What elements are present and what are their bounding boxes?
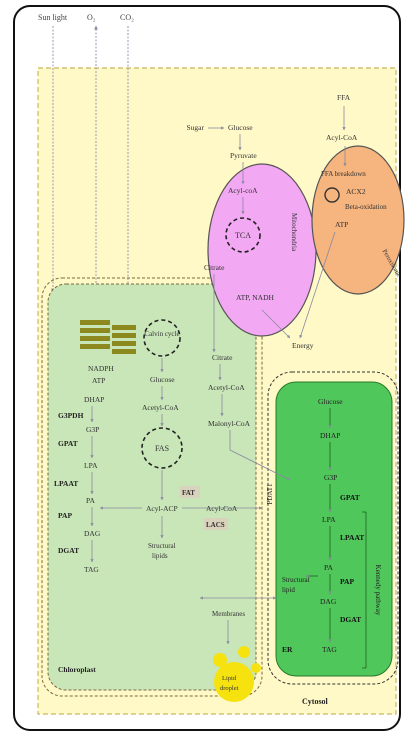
- lacs-label: LACS: [206, 521, 225, 529]
- cyt-malonylcoa-label: Malonyl-CoA: [208, 419, 251, 428]
- g3p-label: G3P: [86, 425, 99, 434]
- peroxisome: [312, 146, 404, 294]
- fat-label: FAT: [182, 489, 195, 497]
- er-lpaat-label: LPAAT: [340, 533, 364, 542]
- acyl-acp-label: Acyl-ACP: [146, 504, 178, 513]
- pdat1-label: PDAT1: [266, 483, 274, 505]
- chl-glucose-label: Glucose: [150, 375, 175, 384]
- membranes-label: Membranes: [212, 610, 245, 618]
- calvin-label: Calvin cycle: [144, 330, 179, 338]
- g3pdh-label: G3PDH: [58, 411, 84, 420]
- cyt-acylcoa-label: Acyl-CoA: [206, 504, 238, 513]
- er-lpa-label: LPA: [322, 515, 336, 524]
- chl-atp-label: ATP: [92, 376, 105, 385]
- lipid-label-1: Lipid: [222, 675, 237, 682]
- chl-structural-label-1: Structural: [148, 542, 176, 550]
- lipid-label-2: droplet: [220, 685, 239, 692]
- o2-label: O₂: [87, 13, 96, 22]
- chl-structural-label-2: lipids: [152, 552, 168, 560]
- er-pap-label: PAP: [340, 577, 354, 586]
- mito-citrate-label: Citrate: [204, 263, 225, 272]
- pyruvate-label: Pyruvate: [230, 151, 257, 160]
- tag-label: TAG: [84, 565, 99, 574]
- er-dhap-label: DHAP: [320, 431, 340, 440]
- chloroplast-label: Chloroplast: [58, 665, 96, 674]
- er-dgat-label: DGAT: [340, 615, 361, 624]
- er-gpat-label: GPAT: [340, 493, 360, 502]
- cytosol-label: Cytosol: [302, 697, 329, 706]
- co2-label: CO₂: [120, 13, 134, 22]
- chloroplast: [48, 284, 256, 690]
- atp-nadh-label: ATP, NADH: [236, 293, 275, 302]
- er-g3p-label: G3P: [324, 473, 337, 482]
- acx2-label: ACX2: [346, 187, 366, 196]
- fas-label: FAS: [155, 444, 169, 453]
- dag-label: DAG: [84, 529, 101, 538]
- pa-label: PA: [86, 496, 95, 505]
- mito-acylcoa-label: Acyl-coA: [228, 186, 258, 195]
- mitochondria-label: Mitochondria: [290, 213, 298, 252]
- er-glucose-label: Glucose: [318, 397, 343, 406]
- nadph-label: NADPH: [88, 364, 114, 373]
- kennedy-pathway-label: Kennedy pathway: [374, 565, 382, 616]
- dgat-label: DGAT: [58, 546, 79, 555]
- gpat-label: GPAT: [58, 439, 78, 448]
- er-structural-label-2: lipid: [282, 586, 295, 594]
- dhap-label: DHAP: [84, 395, 104, 404]
- ffa-breakdown-label: FFA breakdown: [321, 170, 366, 178]
- beta-oxidation-label: Beta-oxidation: [345, 203, 387, 211]
- perox-acylcoa-label: Acyl-CoA: [326, 133, 358, 142]
- sunlight-label: Sun light: [38, 13, 68, 22]
- er-structural-label-1: Structural: [282, 576, 310, 584]
- cyt-acetylcoa-label: Acetyl-CoA: [208, 383, 245, 392]
- ffa-label: FFA: [337, 93, 351, 102]
- chl-acetylcoa-label: Acetyl-CoA: [142, 403, 179, 412]
- lpa-label: LPA: [84, 461, 98, 470]
- energy-label: Energy: [292, 341, 314, 350]
- sugar-label: Sugar: [187, 123, 205, 132]
- cyt-citrate-label: Citrate: [212, 353, 233, 362]
- lpaat-label: LPAAT: [54, 479, 78, 488]
- er-dag-label: DAG: [320, 597, 337, 606]
- mito-glucose-label: Glucose: [228, 123, 253, 132]
- perox-atp-label: ATP: [335, 220, 348, 229]
- endoplasmic-reticulum: [276, 382, 392, 676]
- er-pa-label: PA: [324, 563, 333, 572]
- er-tag-label: TAG: [322, 645, 337, 654]
- tca-label: TCA: [235, 231, 251, 240]
- er-label: ER: [282, 645, 293, 654]
- pap-label: PAP: [58, 511, 72, 520]
